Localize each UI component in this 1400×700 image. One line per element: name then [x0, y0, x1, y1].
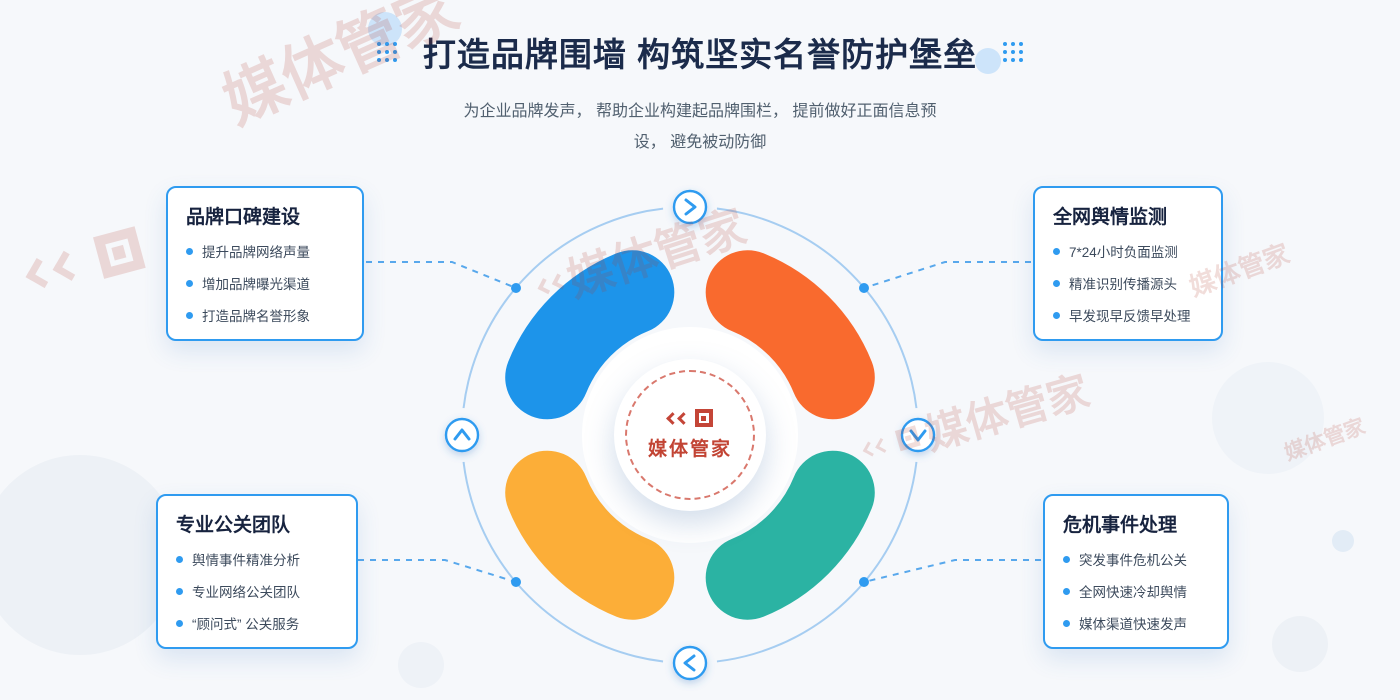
card-title: 专业公关团队 — [176, 515, 291, 536]
card-item: 增加品牌曝光渠道 — [186, 273, 344, 293]
background-circle — [0, 455, 180, 655]
card-crisis-handling: 危机事件处理 突发事件危机公关 全网快速冷却舆情 媒体渠道快速发声 — [1043, 494, 1229, 649]
marker-top — [663, 180, 717, 234]
card-title: 危机事件处理 — [1063, 515, 1178, 536]
card-item: “顾问式” 公关服务 — [176, 613, 338, 633]
bullet-icon — [176, 555, 183, 563]
bullet-icon — [1063, 587, 1070, 595]
card-item-text: 7*24小时负面监测 — [1069, 245, 1178, 260]
card-item: 媒体渠道快速发声 — [1063, 613, 1209, 633]
card-brand-reputation: 品牌口碑建设 提升品牌网络声量 增加品牌曝光渠道 打造品牌名誉形象 — [166, 186, 364, 341]
card-item-text: 全网快速冷却舆情 — [1079, 585, 1187, 600]
card-pr-team: 专业公关团队 舆情事件精准分析 专业网络公关团队 “顾问式” 公关服务 — [156, 494, 358, 649]
title-accent-circle — [975, 48, 1001, 74]
bullet-icon — [1053, 311, 1060, 319]
card-item-text: 打造品牌名誉形象 — [202, 309, 310, 324]
card-item-text: 提升品牌网络声量 — [202, 245, 310, 260]
page-subtitle: 为企业品牌发声， 帮助企业构建起品牌围栏， 提前做好正面信息预 设， 避免被动防… — [0, 96, 1400, 158]
marker-left — [435, 408, 489, 462]
dots-decoration-right-icon — [1003, 42, 1024, 62]
arc-brand-reputation — [505, 250, 675, 420]
card-item: 7*24小时负面监测 — [1053, 241, 1203, 261]
background-circle — [1332, 530, 1354, 552]
card-item-text: 专业网络公关团队 — [192, 585, 300, 600]
title-accent-circle — [368, 12, 402, 46]
bullet-icon — [1053, 279, 1060, 287]
card-item: 专业网络公关团队 — [176, 581, 338, 601]
node-bottom-left — [511, 577, 521, 587]
card-item-text: 舆情事件精准分析 — [192, 553, 300, 568]
card-item-text: 突发事件危机公关 — [1079, 553, 1187, 568]
arc-crisis-handling — [705, 450, 875, 620]
marker-bottom — [663, 636, 717, 690]
subtitle-line-1: 为企业品牌发声， 帮助企业构建起品牌围栏， 提前做好正面信息预 — [463, 103, 937, 120]
card-item: 打造品牌名誉形象 — [186, 305, 344, 325]
marker-circle — [672, 645, 708, 681]
card-item-text: 媒体渠道快速发声 — [1079, 617, 1187, 632]
bullet-icon — [1063, 555, 1070, 563]
card-item-text: 增加品牌曝光渠道 — [202, 277, 310, 292]
card-title: 品牌口碑建设 — [186, 207, 301, 228]
chevron-right-icon — [684, 198, 697, 216]
connector-top-right — [863, 261, 1031, 289]
bullet-icon — [176, 587, 183, 595]
chevron-left-icon — [683, 654, 696, 672]
chevron-up-icon — [453, 428, 471, 441]
chevron-down-icon — [909, 429, 927, 442]
title-row: 打造品牌围墙 构筑坚实名誉防护堡垒 — [0, 28, 1400, 76]
bullet-icon — [176, 619, 183, 627]
bullet-icon — [1053, 247, 1060, 255]
center-logo: 媒体管家 — [614, 359, 766, 511]
card-item: 早发现早反馈早处理 — [1053, 305, 1203, 325]
connector-bottom-left — [358, 559, 517, 583]
node-top-left — [511, 283, 521, 293]
bullet-icon — [186, 311, 193, 319]
dots-decoration-left-icon — [376, 42, 397, 62]
card-item-text: 早发现早反馈早处理 — [1069, 309, 1191, 324]
connector-top-left — [366, 261, 517, 289]
page-header: 打造品牌围墙 构筑坚实名誉防护堡垒 为企业品牌发声， 帮助企业构建起品牌围栏， … — [0, 28, 1400, 158]
background-circle — [398, 642, 444, 688]
marker-right — [891, 408, 945, 462]
card-opinion-monitoring: 全网舆情监测 7*24小时负面监测 精准识别传播源头 早发现早反馈早处理 — [1033, 186, 1223, 341]
card-item-text: “顾问式” 公关服务 — [192, 617, 300, 632]
arc-opinion-monitoring — [705, 250, 875, 420]
card-title: 全网舆情监测 — [1053, 207, 1168, 228]
logo-dashed-ring — [625, 370, 755, 500]
card-item: 提升品牌网络声量 — [186, 241, 344, 261]
background-circle — [1272, 616, 1328, 672]
marker-circle — [900, 417, 936, 453]
marker-circle — [672, 189, 708, 225]
page-title: 打造品牌围墙 构筑坚实名誉防护堡垒 — [422, 36, 978, 73]
subtitle-line-2: 设， 避免被动防御 — [633, 134, 767, 152]
bullet-icon — [186, 279, 193, 287]
card-item: 舆情事件精准分析 — [176, 549, 338, 569]
background-circle — [1212, 362, 1324, 474]
node-bottom-right — [859, 577, 869, 587]
card-item: 突发事件危机公关 — [1063, 549, 1209, 569]
bullet-icon — [186, 247, 193, 255]
marker-circle — [444, 417, 480, 453]
bullet-icon — [1063, 619, 1070, 627]
arc-pr-team — [505, 450, 675, 620]
card-item-text: 精准识别传播源头 — [1069, 277, 1177, 292]
connector-bottom-right — [863, 559, 1041, 583]
node-top-right — [859, 283, 869, 293]
card-item: 全网快速冷却舆情 — [1063, 581, 1209, 601]
card-item: 精准识别传播源头 — [1053, 273, 1203, 293]
